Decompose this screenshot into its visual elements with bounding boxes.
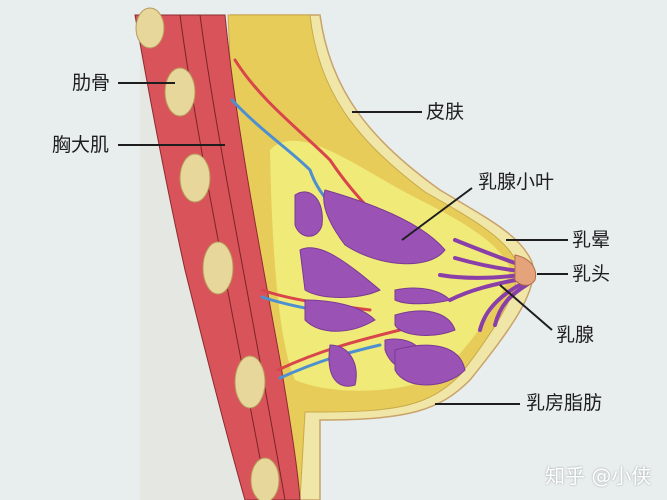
label-areola: 乳晕 [572,229,611,251]
rib-bones [135,7,280,500]
lobules [294,189,466,387]
label-breast-fat: 乳房脂肪 [526,392,603,414]
label-skin: 皮肤 [426,101,465,123]
label-pectoralis-major: 胸大肌 [52,134,110,156]
watermark: 知乎 @小侠 [545,464,652,488]
nipple [514,254,537,286]
label-rib: 肋骨 [72,72,111,94]
label-nipple: 乳头 [572,263,611,285]
leader-lines [118,82,568,405]
label-mammary-gland: 乳腺 [556,324,595,346]
label-lobule: 乳腺小叶 [478,171,555,193]
